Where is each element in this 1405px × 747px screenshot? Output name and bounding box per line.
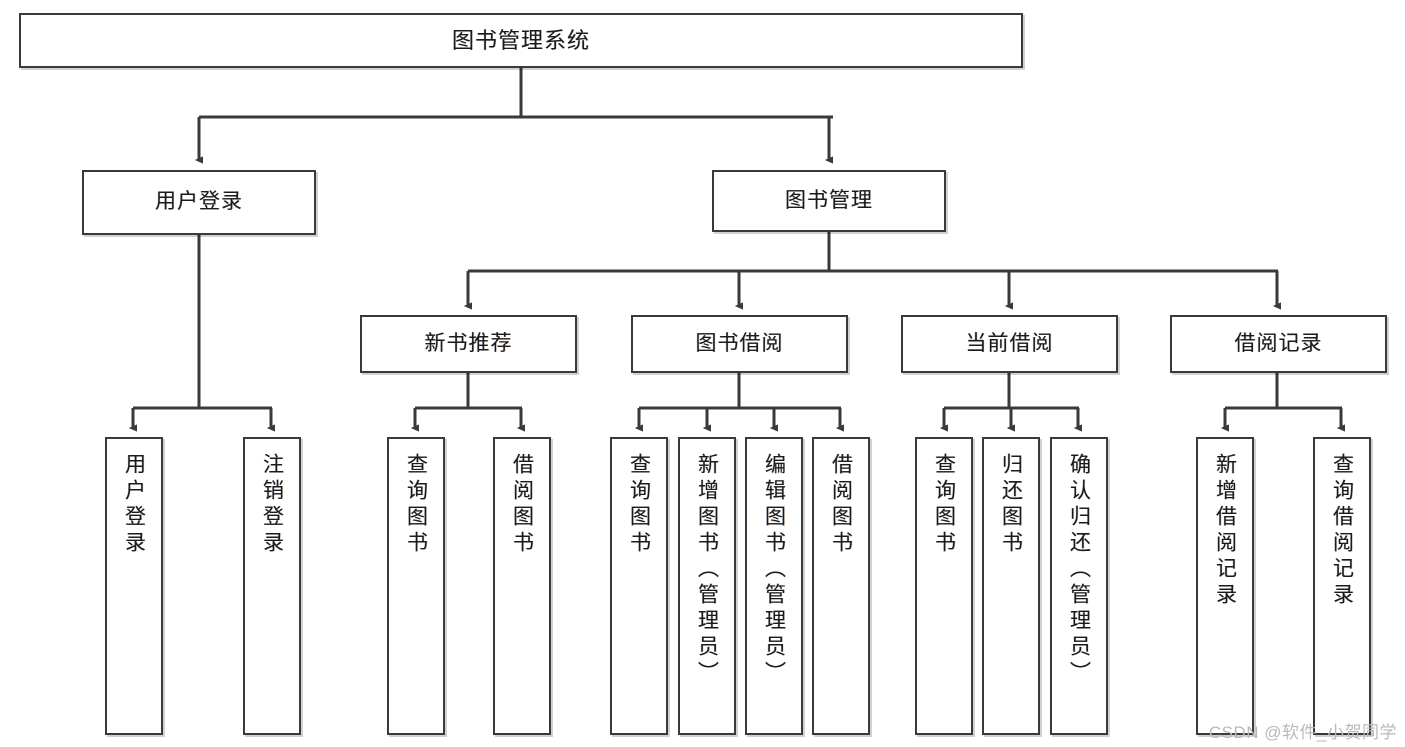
node-label: 用户登录 [122,453,146,557]
leaf-logout[interactable]: 注销登录 [243,437,301,735]
node-label: 新增图书（管理员） [695,453,719,687]
node-label: 借阅记录 [1234,331,1323,355]
node-root-system[interactable]: 图书管理系统 [19,13,1023,68]
node-label: 用户登录 [155,190,243,214]
leaf-edit-book-admin[interactable]: 编辑图书（管理员） [745,437,803,735]
node-label: 当前借阅 [965,331,1054,355]
node-label: 查询图书 [932,453,956,557]
node-label: 注销登录 [260,453,284,557]
node-label: 图书管理 [785,188,873,212]
leaf-confirm-return-admin[interactable]: 确认归还（管理员） [1050,437,1108,735]
leaf-query-borrow-record[interactable]: 查询借阅记录 [1313,437,1371,735]
node-label: 编辑图书（管理员） [762,453,786,687]
node-label: 新增借阅记录 [1213,453,1237,609]
node-label: 借阅图书 [829,453,853,557]
node-book-borrow[interactable]: 图书借阅 [631,315,848,373]
leaf-borrow-book-recommend[interactable]: 借阅图书 [493,437,551,735]
node-label: 归还图书 [999,453,1023,557]
leaf-query-book-borrow[interactable]: 查询图书 [610,437,668,735]
node-label: 查询借阅记录 [1330,453,1354,609]
node-label: 确认归还（管理员） [1067,453,1091,687]
leaf-add-book-admin[interactable]: 新增图书（管理员） [678,437,736,735]
node-borrow-record[interactable]: 借阅记录 [1170,315,1387,373]
node-label: 查询图书 [627,453,651,557]
node-label: 新书推荐 [424,331,513,355]
node-label: 借阅图书 [510,453,534,557]
node-new-book-recommend[interactable]: 新书推荐 [360,315,577,373]
leaf-query-book-current[interactable]: 查询图书 [915,437,973,735]
node-current-borrow[interactable]: 当前借阅 [901,315,1118,373]
node-user-login[interactable]: 用户登录 [82,170,316,235]
node-label: 图书管理系统 [451,27,590,53]
leaf-borrow-book[interactable]: 借阅图书 [812,437,870,735]
leaf-return-book[interactable]: 归还图书 [982,437,1040,735]
node-label: 图书借阅 [695,331,784,355]
leaf-add-borrow-record[interactable]: 新增借阅记录 [1196,437,1254,735]
leaf-user-login[interactable]: 用户登录 [105,437,163,735]
node-label: 查询图书 [404,453,428,557]
csdn-watermark: CSDN @软件_小贺同学 [1208,723,1397,742]
leaf-query-book-recommend[interactable]: 查询图书 [387,437,445,735]
node-book-management[interactable]: 图书管理 [712,170,946,232]
